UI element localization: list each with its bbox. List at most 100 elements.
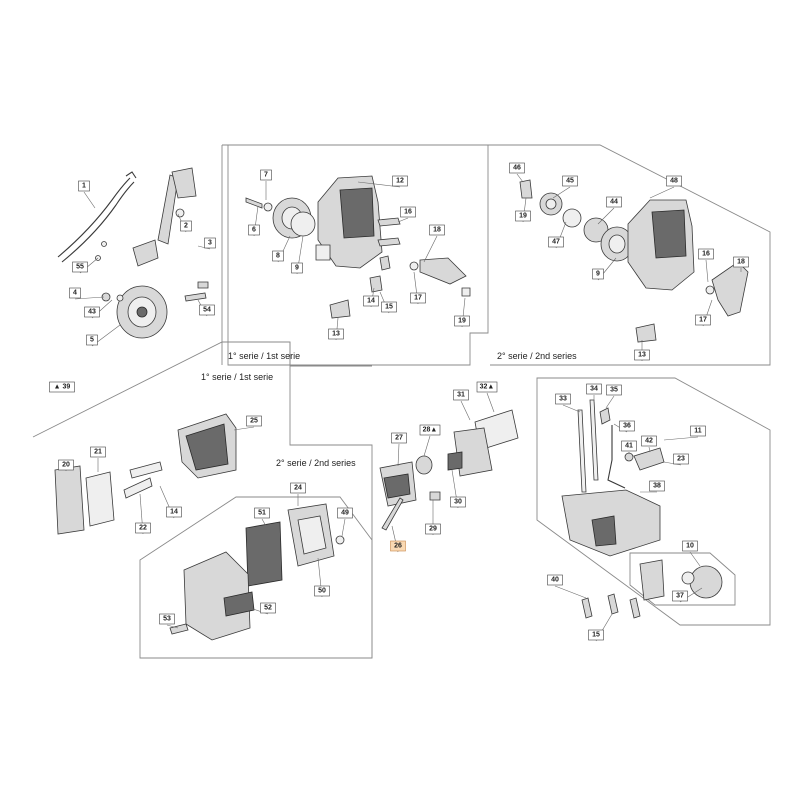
callout-label: 33 [559, 396, 567, 403]
callout-label: 52 [264, 605, 272, 612]
callout-36[interactable]: 36 [613, 420, 635, 433]
callout-box [337, 507, 353, 519]
callout-51[interactable]: 51 [254, 507, 270, 527]
frame-top-right [488, 144, 771, 366]
callout-leader-line [486, 392, 495, 413]
callout-52[interactable]: 52 [249, 602, 276, 615]
callout-9[interactable]: 9 [291, 235, 304, 275]
callout-42[interactable]: 42 [641, 435, 657, 453]
callout-9[interactable]: 9 [592, 257, 617, 281]
callout-15[interactable]: 15 [588, 613, 613, 642]
callout-16[interactable]: 16 [397, 206, 416, 223]
frame-top-center [221, 144, 489, 366]
callout-47[interactable]: 47 [548, 221, 567, 249]
callout-24[interactable]: 24 [290, 482, 306, 506]
callout-13[interactable]: 13 [328, 317, 344, 341]
callout-40[interactable]: 40 [547, 574, 587, 599]
callout-10[interactable]: 10 [682, 540, 701, 567]
callout-28[interactable]: 28▲ [419, 424, 441, 457]
callout-18[interactable]: 18 [733, 256, 749, 272]
ignition-coil-group [57, 167, 197, 267]
callout-label: 3 [208, 240, 212, 247]
callout-label: 6 [252, 227, 256, 234]
callout-44[interactable]: 44 [597, 196, 622, 225]
callout-leader-line [663, 461, 682, 466]
callout-31[interactable]: 31 [453, 389, 471, 421]
callout-box [49, 381, 75, 393]
callout-25[interactable]: 25 [233, 415, 262, 431]
callout-label: 46 [513, 165, 521, 172]
callout-box [84, 306, 100, 318]
callout-label: 28▲ [423, 427, 438, 434]
callout-41[interactable]: 41 [621, 440, 637, 454]
callout-43[interactable]: 43 [84, 299, 113, 319]
callout-label: 9 [295, 265, 299, 272]
callout-label: 30 [454, 499, 462, 506]
callout-23[interactable]: 23 [663, 453, 689, 466]
callout-48[interactable]: 48 [649, 175, 682, 199]
callout-box [328, 328, 344, 340]
callout-label: 19 [458, 318, 466, 325]
callout-18[interactable]: 18 [423, 224, 445, 263]
callout-box [515, 210, 531, 222]
callout-32[interactable]: 32▲ [476, 381, 498, 413]
callout-12[interactable]: 12 [357, 175, 408, 188]
callout-label: 21 [94, 449, 102, 456]
callout-50[interactable]: 50 [314, 557, 330, 598]
callout-30[interactable]: 30 [450, 469, 466, 509]
callout-box [425, 523, 441, 535]
callout-1[interactable]: 1 [78, 180, 96, 209]
callout-29[interactable]: 29 [425, 500, 441, 535]
callout-3[interactable]: 3 [197, 237, 216, 250]
callout-46[interactable]: 46 [509, 162, 525, 183]
callout-53[interactable]: 53 [159, 613, 179, 629]
callout-13[interactable]: 13 [634, 340, 650, 361]
callout-14[interactable]: 14 [363, 287, 379, 308]
callout-7[interactable]: 7 [260, 169, 272, 200]
callout-leader-line [605, 395, 615, 409]
callout-19[interactable]: 19 [454, 297, 470, 328]
callout-21[interactable]: 21 [90, 446, 106, 472]
callout-label: 37 [676, 593, 684, 600]
callout-55[interactable]: 55 [72, 257, 99, 274]
starter-group-2nd [519, 179, 749, 343]
callout-14[interactable]: 14 [159, 485, 182, 519]
callout-26-highlighted[interactable]: 26 [390, 525, 406, 553]
callout-6[interactable]: 6 [248, 205, 260, 237]
callout-label: 55 [76, 264, 84, 271]
callout-17[interactable]: 17 [695, 299, 713, 327]
callout-box [606, 196, 622, 208]
callout-5[interactable]: 5 [86, 324, 121, 347]
callout-box [72, 261, 88, 273]
callout-4[interactable]: 4 [69, 287, 105, 300]
callout-27[interactable]: 27 [391, 432, 407, 467]
callout-box [673, 453, 689, 465]
callout-box [666, 175, 682, 187]
callout-20[interactable]: 20 [58, 459, 74, 471]
callout-35[interactable]: 35 [605, 384, 622, 409]
callout-box [290, 482, 306, 494]
callout-39[interactable]: ▲ 39 [49, 381, 75, 393]
callout-22[interactable]: 22 [135, 493, 151, 535]
callout-37[interactable]: 37 [672, 587, 703, 603]
callout-box [634, 349, 650, 361]
callout-label: 13 [638, 352, 646, 359]
callout-label: 49 [341, 510, 349, 517]
callout-15[interactable]: 15 [379, 291, 397, 314]
callout-34[interactable]: 34 [586, 383, 602, 402]
callout-19[interactable]: 19 [515, 197, 531, 223]
callout-leader-line [663, 436, 699, 441]
callout-38[interactable]: 38 [640, 480, 665, 493]
callout-54[interactable]: 54 [197, 299, 215, 317]
frame-small-dial [629, 552, 736, 606]
callout-8[interactable]: 8 [272, 235, 291, 263]
callout-45[interactable]: 45 [552, 175, 578, 199]
callout-2[interactable]: 2 [177, 213, 192, 233]
callout-box [450, 496, 466, 508]
callout-box [204, 237, 216, 249]
callout-16[interactable]: 16 [698, 248, 714, 283]
callout-11[interactable]: 11 [663, 425, 706, 441]
callout-49[interactable]: 49 [337, 507, 353, 537]
callout-17[interactable]: 17 [410, 271, 426, 305]
callout-33[interactable]: 33 [555, 393, 581, 413]
